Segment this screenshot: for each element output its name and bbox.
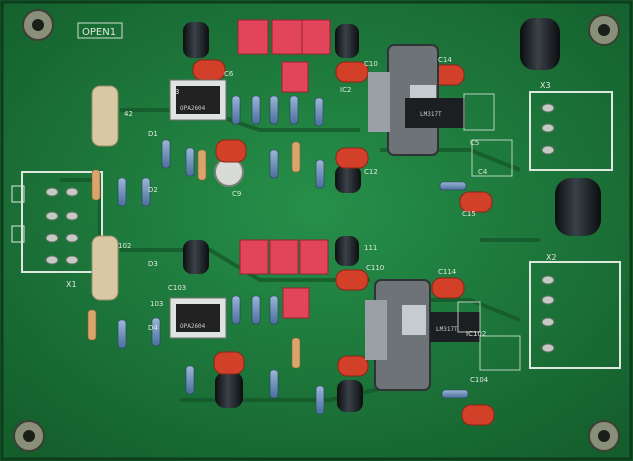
heatsink-bottom: LM317T <box>365 279 480 391</box>
svg-text:C110: C110 <box>366 264 384 272</box>
silkscreen-labels: C3 C6 C10 C14 IC2 C12 C4 C5 C15 C9 C110 … <box>118 56 489 384</box>
svg-text:X2: X2 <box>546 253 557 262</box>
connector-x3: X3 <box>529 81 613 171</box>
svg-text:D1: D1 <box>148 130 158 138</box>
film-caps <box>192 59 495 426</box>
tan-resistors <box>87 141 301 369</box>
connector-x2: X2 <box>529 253 621 369</box>
svg-text:C4: C4 <box>478 168 488 176</box>
svg-text:C15: C15 <box>462 210 476 218</box>
svg-text:42: 42 <box>124 110 133 118</box>
svg-text:C104: C104 <box>470 376 489 384</box>
mounting-holes <box>13 9 620 452</box>
svg-text:OPA2604: OPA2604 <box>180 105 206 112</box>
svg-text:X1: X1 <box>66 280 77 289</box>
svg-text:C10: C10 <box>364 60 378 68</box>
svg-text:D3: D3 <box>148 260 158 268</box>
svg-text:C14: C14 <box>438 56 452 64</box>
svg-text:C114: C114 <box>438 268 457 276</box>
svg-text:D4: D4 <box>148 324 158 332</box>
svg-text:LM317T: LM317T <box>436 326 458 333</box>
svg-text:IC102: IC102 <box>466 330 486 338</box>
opamp-top: OPA2604 <box>169 79 227 121</box>
electrolytic-caps <box>183 18 601 412</box>
svg-text:IC2: IC2 <box>340 86 351 94</box>
opamp-bottom: OPA2604 <box>169 297 227 339</box>
silk-outlines <box>457 93 521 371</box>
axial-caps-left <box>91 85 119 301</box>
svg-text:LM317T: LM317T <box>420 111 442 118</box>
svg-text:C3: C3 <box>170 88 179 96</box>
svg-text:X3: X3 <box>540 81 551 90</box>
svg-text:C5: C5 <box>470 139 479 147</box>
resistors <box>117 95 469 415</box>
connector-x1: X1 <box>11 171 103 289</box>
svg-text:D2: D2 <box>148 186 158 194</box>
svg-text:111: 111 <box>364 244 377 252</box>
svg-text:OPA2604: OPA2604 <box>180 323 206 330</box>
svg-text:C12: C12 <box>364 168 378 176</box>
relays <box>237 19 331 319</box>
svg-text:C9: C9 <box>232 190 241 198</box>
svg-text:C103: C103 <box>168 284 186 292</box>
board-name: OPEN1 <box>82 27 116 38</box>
svg-text:C6: C6 <box>224 70 234 78</box>
svg-text:103: 103 <box>150 300 163 308</box>
svg-text:102: 102 <box>118 242 131 250</box>
heatsink-top: LM317T <box>368 44 465 156</box>
